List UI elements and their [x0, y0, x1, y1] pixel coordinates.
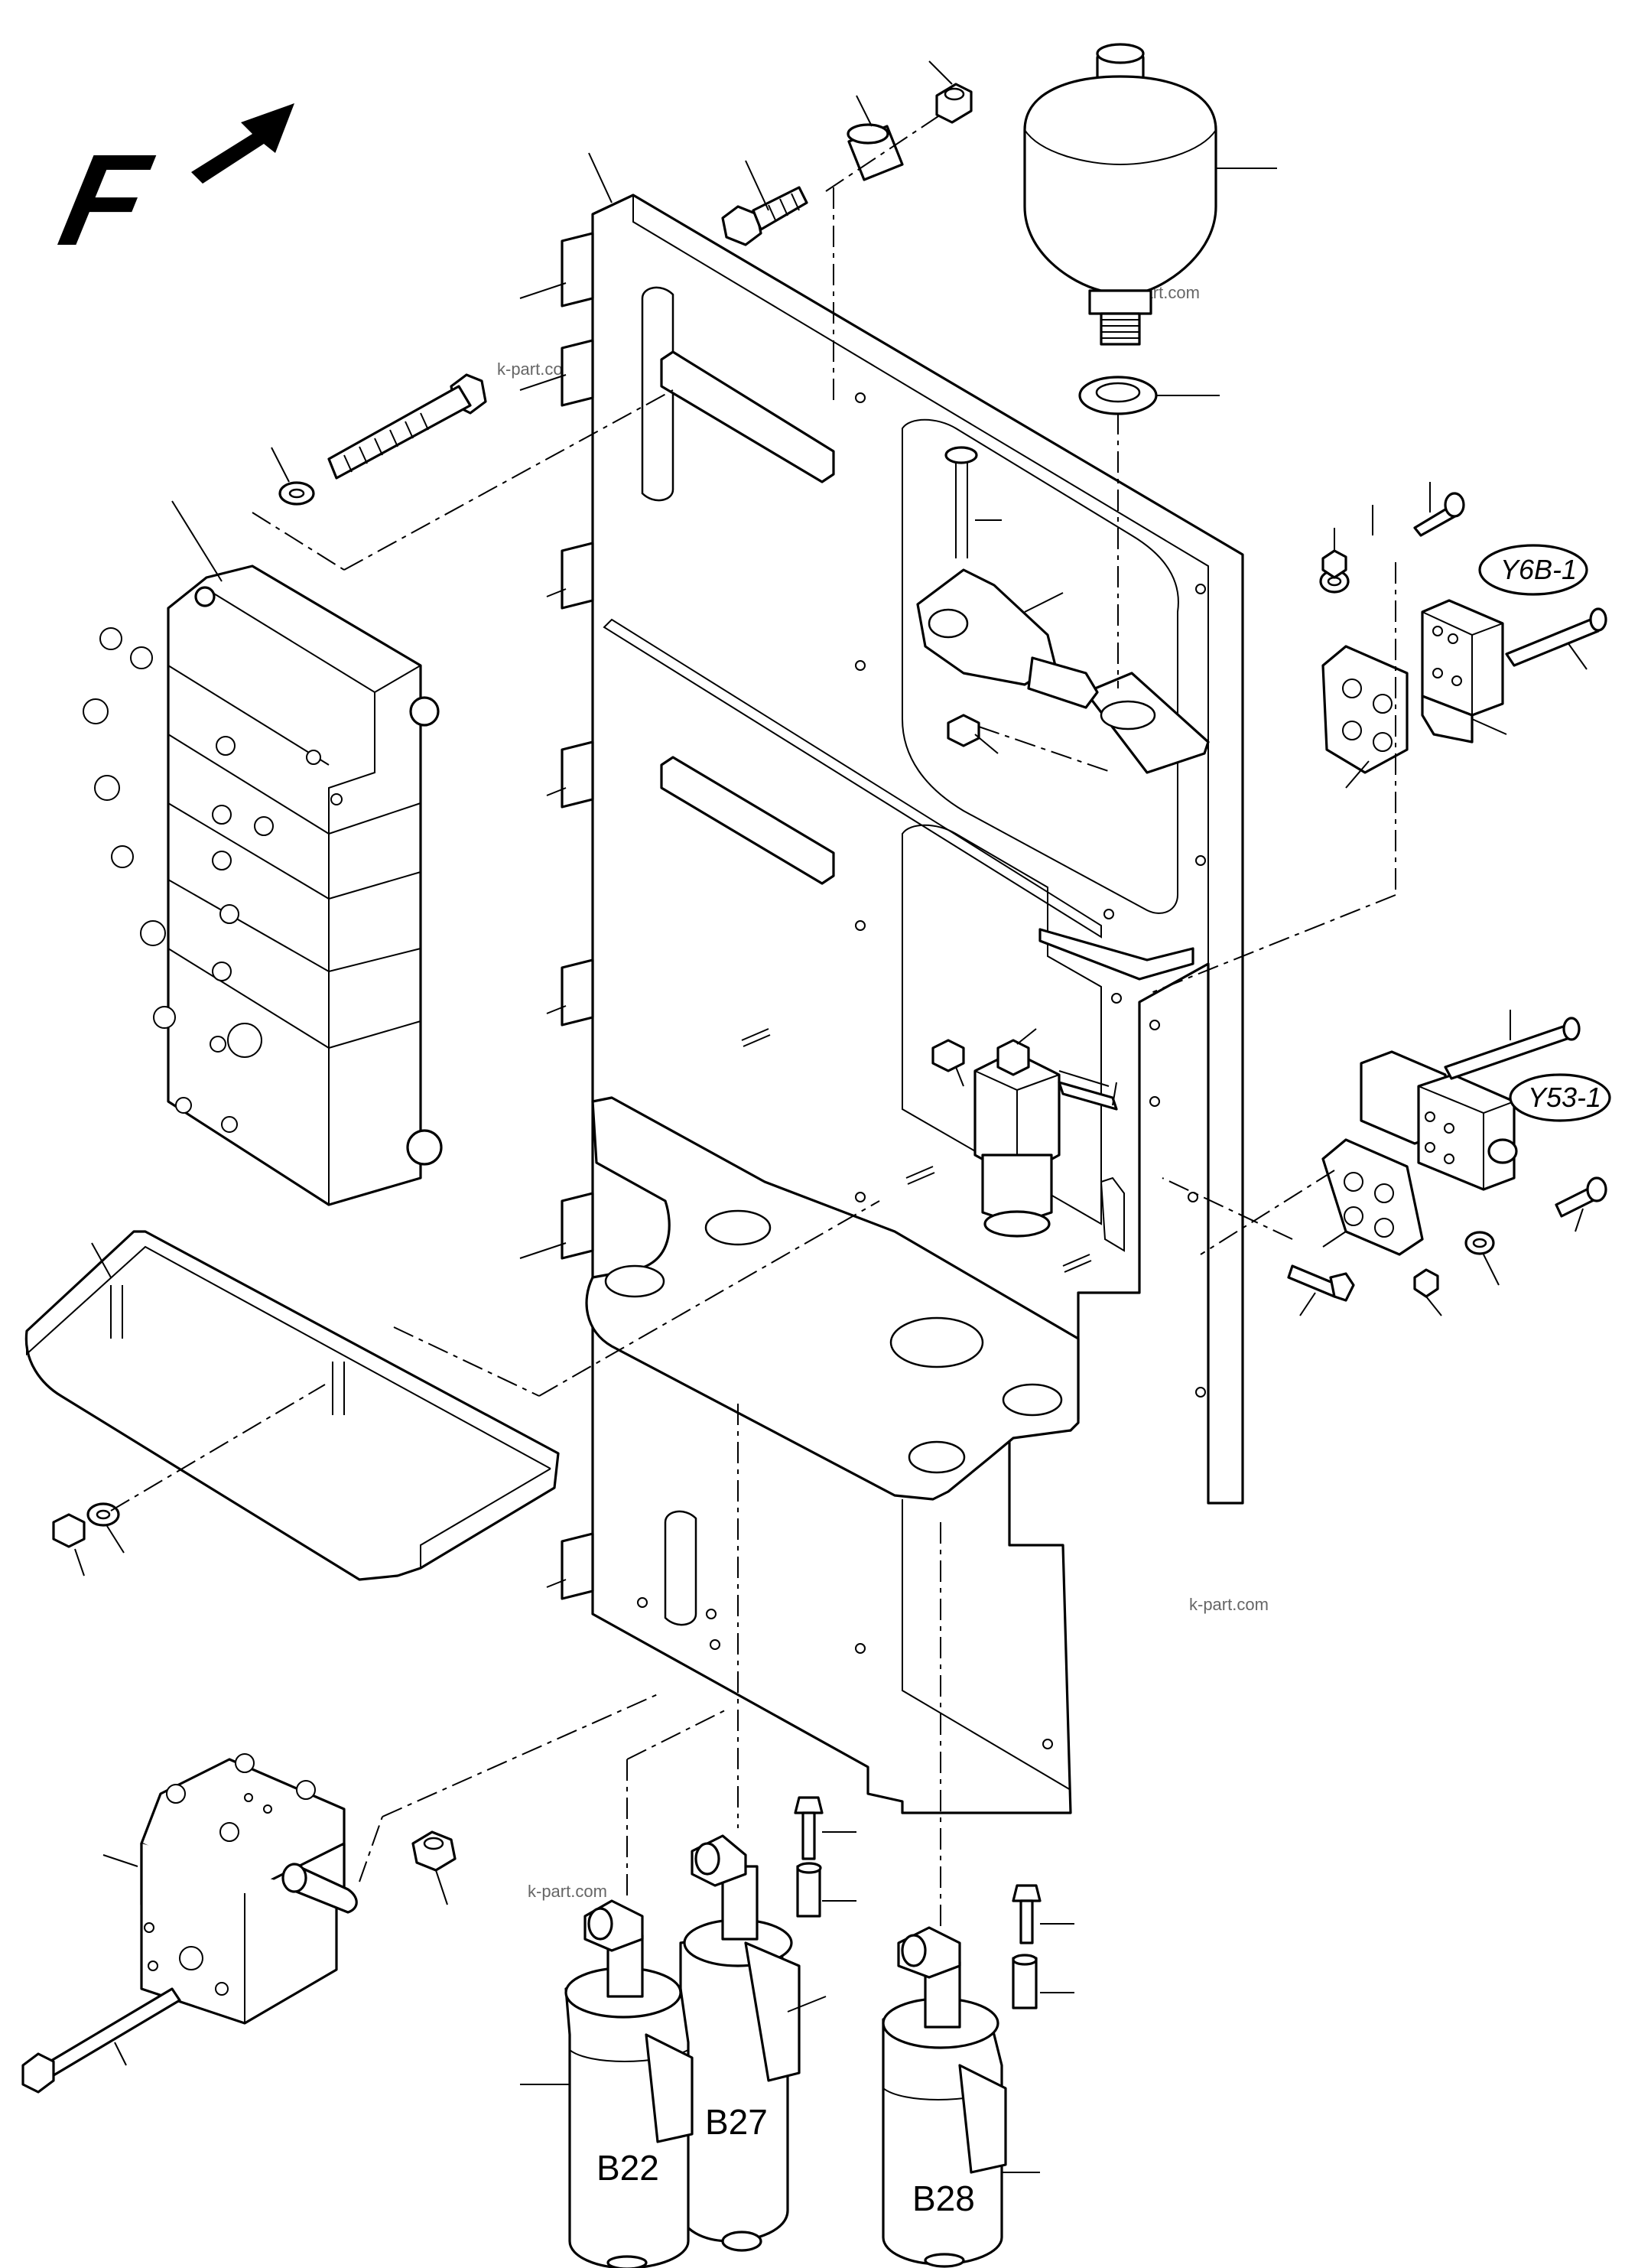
- tag-y53: Y53-1: [1509, 1073, 1611, 1122]
- valve-bank: [83, 500, 443, 1206]
- filter-b27: B27: [679, 1834, 827, 2252]
- long-bolt-left: [252, 373, 674, 571]
- tag-y53-text: Y53-1: [1528, 1082, 1601, 1113]
- solenoid-valve-y53-1: Y53-1: [1162, 1010, 1611, 1316]
- forward-arrow-icon: [191, 103, 294, 184]
- label-b27: B27: [705, 2102, 768, 2142]
- tray-nut-washer: [52, 1384, 326, 1577]
- filter-b22: B22: [520, 1899, 694, 2268]
- watermark-3: k-part.com: [1189, 1595, 1269, 1614]
- lower-block-nut: [411, 1830, 457, 1905]
- middle-solenoid: [931, 1028, 1118, 1238]
- label-b22: B22: [596, 2148, 659, 2188]
- tag-y6b-text: Y6B-1: [1500, 554, 1577, 585]
- upper-check-valve: [916, 446, 1113, 773]
- direction-letter: F: [49, 128, 162, 273]
- mounting-plate: [519, 194, 1244, 1814]
- left-edge-tabs: [519, 232, 594, 1600]
- filter-b28: B28: [882, 1926, 1040, 2268]
- label-b28: B28: [912, 2179, 975, 2218]
- watermark-4: k-part.com: [528, 1882, 607, 1901]
- top-bolt-assembly: [721, 60, 973, 405]
- lower-valve-block: [21, 1753, 358, 2094]
- accumulator-nut: [1078, 376, 1220, 415]
- set-screws: [741, 1028, 1092, 1273]
- direction-marker: F: [49, 103, 294, 273]
- tray: [24, 1230, 560, 1581]
- tag-y6b: Y6B-1: [1478, 544, 1588, 596]
- filter-mount-hardware: [794, 1796, 1074, 2009]
- accumulator: [1023, 43, 1277, 346]
- solenoid-valve-y6b1: Y6B-1: [1146, 482, 1607, 995]
